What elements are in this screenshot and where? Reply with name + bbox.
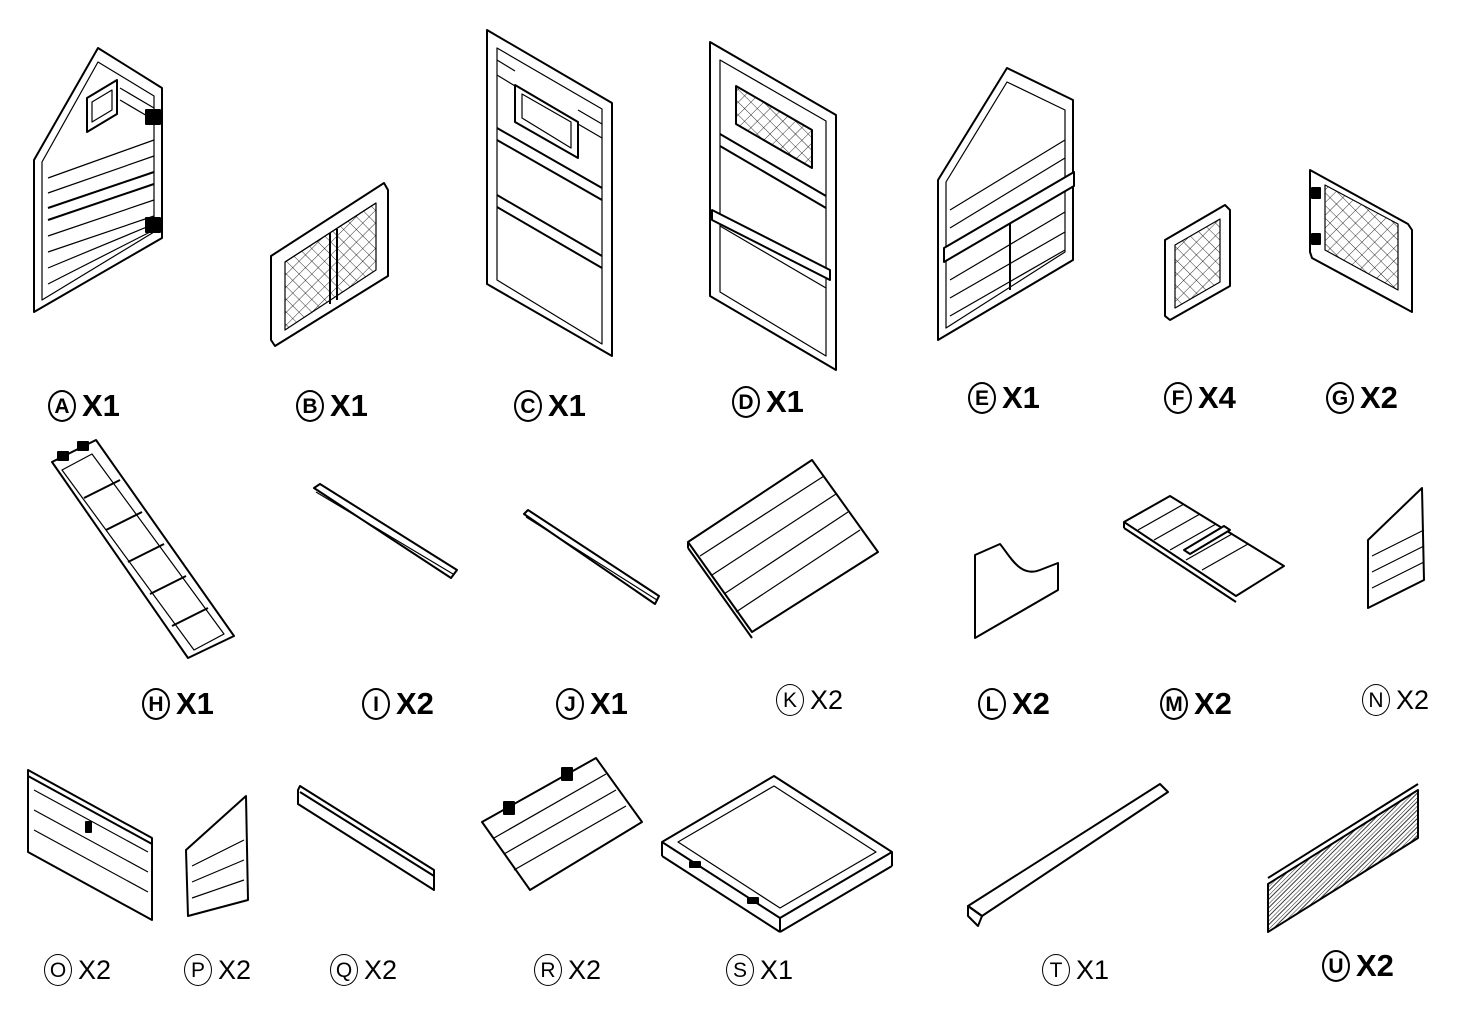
part-l-drawing: [974, 543, 1059, 639]
part-g-drawing: [1309, 169, 1413, 313]
part-o-drawing: [27, 769, 153, 921]
part-i-drawing: [313, 483, 458, 579]
part-n-drawing: [1367, 487, 1425, 609]
part-p-label: P X2: [184, 954, 251, 986]
part-e-drawing: [937, 67, 1075, 341]
part-e-label: E X1: [968, 380, 1040, 416]
part-h-label: H X1: [142, 686, 214, 722]
part-q-drawing: [297, 785, 435, 891]
part-i-label: I X2: [362, 686, 434, 722]
part-b-drawing: [270, 182, 389, 347]
part-r-label: R X2: [534, 954, 601, 986]
part-u-label: U X2: [1322, 948, 1394, 984]
part-h-drawing: [51, 439, 235, 659]
part-s-drawing: [661, 775, 893, 933]
part-d-drawing: [709, 41, 837, 371]
part-q-label: Q X2: [330, 954, 397, 986]
part-n-label: N X2: [1362, 684, 1429, 716]
part-f-drawing: [1164, 204, 1231, 321]
part-j-label: J X1: [556, 686, 628, 722]
part-r-drawing: [481, 757, 643, 891]
part-u-drawing: [1267, 783, 1419, 933]
part-o-label: O X2: [44, 954, 111, 986]
part-b-label: B X1: [296, 388, 368, 424]
part-t-label: T X1: [1042, 954, 1109, 986]
part-m-label: M X2: [1160, 686, 1232, 722]
part-m-drawing: [1123, 495, 1285, 603]
part-k-label: K X2: [776, 684, 843, 716]
part-a-label: A X1: [48, 388, 120, 424]
part-d-label: D X1: [732, 384, 804, 420]
part-p-drawing: [185, 795, 249, 917]
part-k-drawing: [687, 459, 879, 639]
part-j-drawing: [523, 509, 660, 605]
part-t-drawing: [967, 783, 1169, 927]
part-s-label: S X1: [726, 954, 793, 986]
part-c-label: C X1: [514, 388, 586, 424]
part-l-label: L X2: [978, 686, 1050, 722]
part-c-drawing: [486, 29, 613, 357]
part-g-label: G X2: [1326, 380, 1398, 416]
part-f-label: F X4: [1164, 380, 1236, 416]
part-a-drawing: [33, 47, 163, 313]
